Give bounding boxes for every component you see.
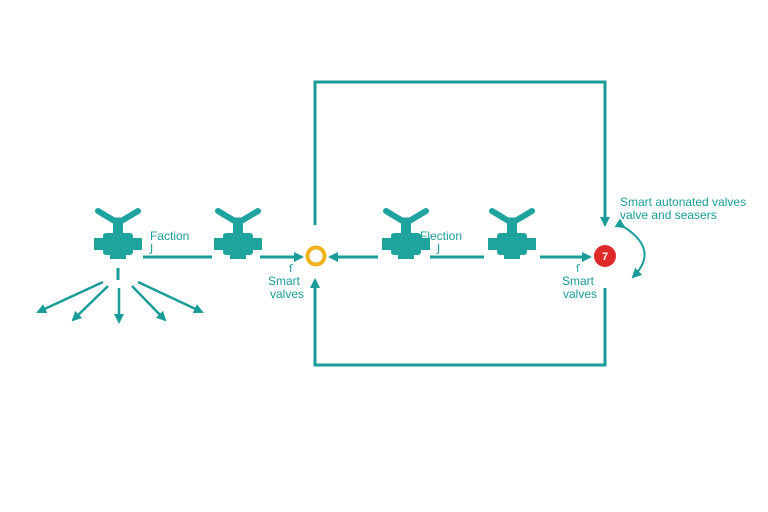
label-faction: Faction <box>150 229 190 243</box>
loop-bottom <box>310 278 607 367</box>
callout-line1: Smart autonated valves <box>620 195 747 209</box>
label-tick-right-2: ſ <box>576 262 580 275</box>
spray-arrow <box>71 285 109 322</box>
spray-outlet-arrows <box>36 280 204 324</box>
label-tick-left-1: J <box>150 242 154 255</box>
label-smart-valves-right-line2: valves <box>563 287 598 301</box>
ring-sensor-icon <box>305 245 327 267</box>
pipe-network <box>116 80 610 367</box>
alert-node-value: 7 <box>602 251 608 263</box>
loop-top <box>313 80 610 227</box>
gate-valve-icon <box>214 211 262 259</box>
label-smart-valves-left-line1: Smart <box>268 274 301 288</box>
label-tick-left-2: ſ <box>289 262 293 275</box>
alert-node-icon: 7 <box>594 245 616 267</box>
gate-valve-icon <box>488 211 536 259</box>
spray-arrow <box>137 280 204 314</box>
curved-double-arrow-icon <box>614 218 646 279</box>
gate-valve-icon <box>94 211 142 259</box>
spray-arrow <box>36 280 104 314</box>
label-flection: Flection <box>420 229 463 243</box>
label-smart-valves-left-line2: valves <box>270 287 305 301</box>
spray-arrow <box>131 285 167 322</box>
label-tick-right-1: J <box>437 242 441 255</box>
label-smart-valves-right-line1: Smart <box>562 274 595 288</box>
callout-line2: valve and seasers <box>620 208 717 222</box>
